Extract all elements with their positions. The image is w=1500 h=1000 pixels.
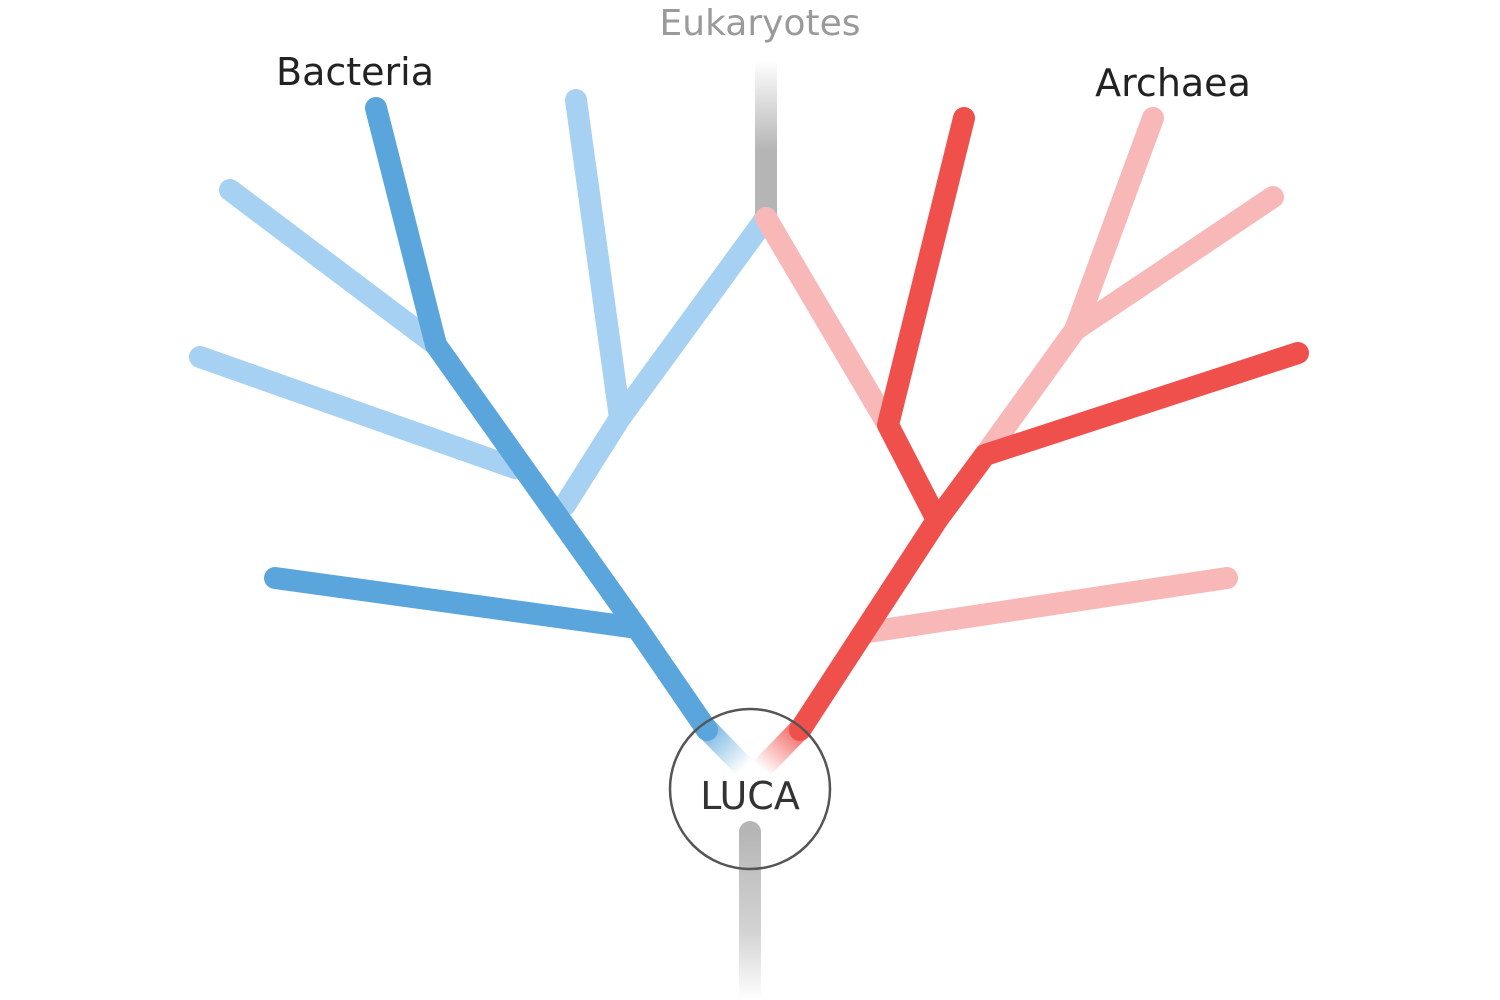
bacteria-branch-light-5 [609, 207, 777, 429]
bacteria-branch-light-3 [554, 407, 631, 516]
luca-label: LUCA [700, 774, 800, 818]
archaea-branch-light-2 [974, 319, 1086, 466]
bacteria-branch-light-4 [565, 89, 631, 429]
archaea-branch-light-4 [1064, 186, 1284, 341]
archaea-branch-light-3 [1064, 107, 1164, 341]
bacteria-base-fade [694, 716, 753, 776]
archaea-branch-dark-side [926, 342, 1309, 531]
bacteria-branch-dark-main [365, 97, 718, 741]
archaea-branch-dark-main [789, 107, 975, 741]
archaea-base-fade [754, 716, 813, 776]
archaea-label: Archaea [1095, 61, 1251, 105]
bacteria-label: Bacteria [276, 50, 434, 94]
archaea-branch-light-1 [755, 207, 899, 436]
bacteria-branch-light-2 [189, 346, 526, 479]
bacteria-branch-light-1 [219, 179, 447, 356]
eukaryotes-label: Eukaryotes [660, 3, 861, 44]
archaea-branch-light-5 [857, 567, 1238, 643]
bacteria-branch-dark-side [264, 567, 648, 639]
luca-circle [668, 707, 832, 871]
